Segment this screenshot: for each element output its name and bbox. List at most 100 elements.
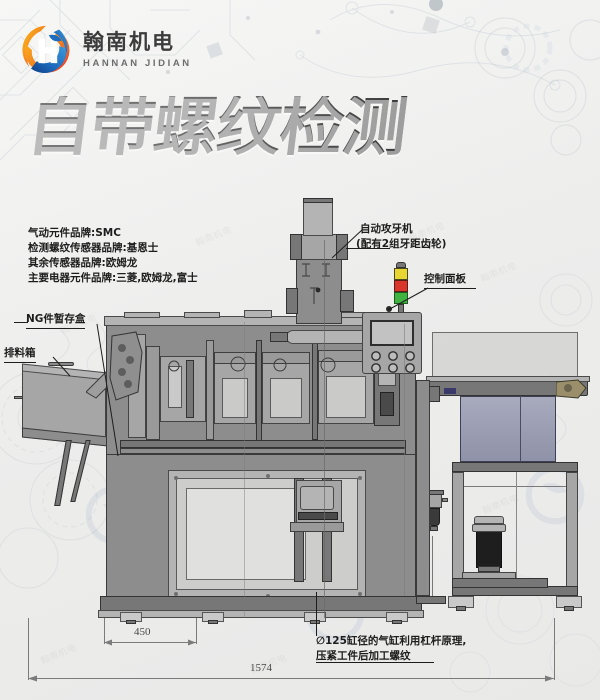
stack-light-cap	[396, 262, 406, 268]
internal-clamp-base	[298, 512, 338, 520]
callout-cylinder-note-2: 压紧工件后加工螺纹	[316, 650, 411, 662]
machine-foot-pad	[126, 620, 136, 624]
enclosure-bottom-rail	[120, 448, 406, 454]
control-panel-buttons[interactable]	[366, 350, 420, 374]
motor-flange	[478, 566, 500, 572]
tapping-motor-cap	[303, 198, 333, 203]
brand-logo: 翰南机电 HANNAN JIDIAN	[18, 22, 192, 78]
callout-tapping-machine: 自动攻牙机	[360, 223, 413, 235]
internal-column	[206, 340, 214, 440]
callout-discharge-box: 排料箱	[4, 346, 36, 364]
leader-underline-tapping	[346, 248, 390, 249]
callout-cylinder-note-1: ∅125缸径的气缸利用杠杆原理,	[316, 635, 467, 647]
stand-cross-line	[464, 486, 566, 487]
cad-centerline	[244, 322, 245, 618]
stand-shelf	[452, 578, 548, 588]
bin-bracket	[14, 396, 23, 399]
top-mount-pad	[184, 312, 220, 318]
leader-dash-ng	[14, 322, 28, 323]
internal-window	[326, 376, 366, 418]
blue-machine-block	[460, 396, 556, 462]
callout-tapping-machine-sub: (配有2组牙距齿轮)	[356, 238, 447, 250]
frl-port	[442, 498, 448, 502]
leader-line-ng-box	[96, 323, 119, 457]
cad-centerline	[404, 324, 405, 596]
watermark: 翰南机电	[194, 225, 234, 249]
left-tooling	[109, 331, 143, 401]
watermark: 翰南机电	[479, 261, 519, 285]
machine-foot-pad	[208, 620, 218, 624]
tapping-head-bracket	[286, 288, 298, 314]
frl-drain	[430, 526, 438, 531]
cabinet-base-rail	[98, 610, 424, 618]
leader-line-control-panel	[387, 287, 429, 311]
internal-clamp-head	[300, 486, 334, 510]
internal-rail	[186, 360, 194, 418]
dimtick-450-right	[196, 618, 197, 644]
blue-block-seam	[520, 396, 521, 462]
top-mount-pad	[244, 310, 272, 318]
machine-foot-pad	[392, 620, 402, 624]
dimtick-1574-right	[554, 618, 555, 680]
frl-supply-line	[432, 536, 433, 598]
leader-line-tapping	[331, 228, 364, 259]
stand-foot-pad	[456, 606, 466, 611]
motor-top	[474, 516, 504, 524]
dimline-450	[104, 642, 196, 643]
right-side-clamp	[556, 379, 587, 399]
spec-line-4: 主要电器元件品牌:三菱,欧姆龙,富士	[28, 272, 198, 284]
watermark: 翰南机电	[39, 643, 79, 667]
spec-line-3: 其余传感器品牌:欧姆龙	[28, 257, 138, 269]
brand-name-en: HANNAN JIDIAN	[83, 57, 192, 69]
right-divider-column	[416, 380, 430, 596]
cad-centerline	[324, 240, 325, 618]
stack-light-yellow	[394, 268, 408, 280]
tapping-head-side	[336, 234, 348, 260]
motor-cap	[472, 524, 506, 532]
brand-name-cn: 翰南机电	[83, 30, 175, 55]
right-base-pad	[416, 596, 446, 604]
hannan-swirl-logo-icon	[18, 22, 74, 78]
watermark: 翰南机电	[481, 493, 521, 517]
dimline-1574	[28, 678, 554, 679]
page-title: 自带螺纹检测	[23, 91, 600, 165]
callout-control-panel: 控制面板	[424, 273, 466, 285]
cabinet-inner-window	[186, 488, 306, 580]
leader-underline-cylinder	[316, 662, 434, 663]
stand-cross-line	[516, 472, 517, 586]
tapping-head-detail	[302, 263, 330, 304]
internal-module	[160, 356, 206, 422]
leader-line-cylinder	[316, 592, 317, 636]
dimtick-450-left	[104, 618, 105, 644]
machine-foot-pad	[310, 620, 320, 624]
tapping-spindle-motor	[303, 200, 333, 236]
control-panel-screen[interactable]	[370, 320, 414, 346]
stand-top-beam	[452, 462, 578, 472]
right-beam-top	[426, 376, 590, 382]
spec-line-2: 检测螺纹传感器品牌:基恩士	[28, 242, 159, 254]
leader-line-discharge-box	[52, 356, 71, 377]
dimarrows-1574	[28, 675, 554, 682]
dimtick-1574-left	[28, 618, 29, 680]
internal-window	[168, 366, 182, 408]
tapping-head-bracket	[340, 290, 354, 312]
cylinder-rod	[270, 332, 288, 342]
bin-support-leg	[54, 440, 72, 506]
top-mount-pad	[124, 312, 160, 318]
dimension-1574-label: 1574	[250, 662, 272, 674]
callout-ng-box: NG件暂存盒	[26, 312, 86, 330]
spec-line-1: 气动元件品牌:SMC	[28, 227, 121, 239]
right-indicator	[444, 388, 456, 394]
tapping-head-side	[290, 234, 302, 260]
internal-table	[290, 522, 344, 532]
bin-support-leg	[70, 440, 91, 502]
motor-body	[476, 530, 502, 568]
internal-dark-block	[380, 392, 394, 416]
internal-window	[222, 378, 248, 418]
enclosure-bottom-rail	[120, 440, 406, 448]
dimarrows-450	[104, 639, 196, 646]
detail-bolts	[168, 356, 336, 373]
internal-window	[270, 378, 302, 418]
stand-foot-pad	[564, 606, 574, 611]
